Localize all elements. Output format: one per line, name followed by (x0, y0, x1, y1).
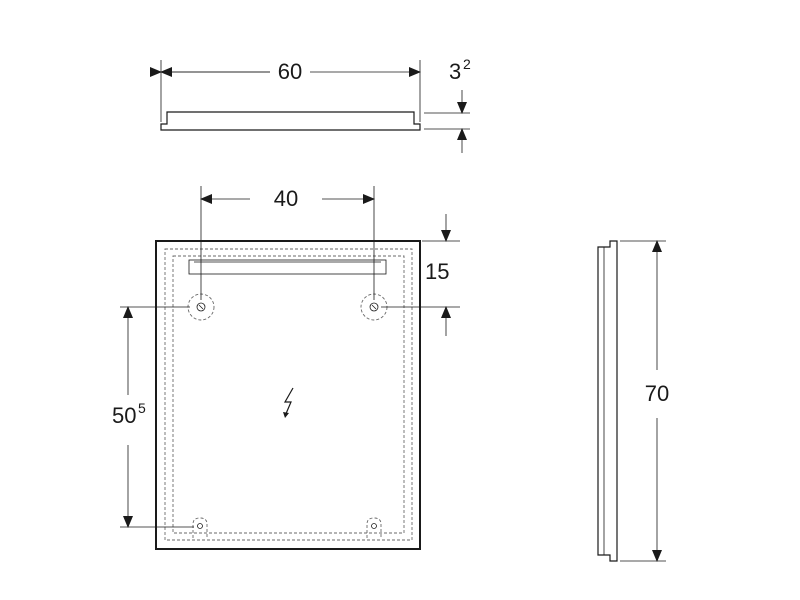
mount-height-label-sup: 5 (138, 400, 146, 416)
top-view: 60 3 2 (150, 56, 471, 153)
side-view: 70 (597, 240, 669, 562)
top-view-profile (160, 111, 421, 131)
mirror-outline (155, 240, 421, 550)
side-view-profile (597, 240, 618, 562)
bottom-support-left (192, 517, 208, 538)
bottom-support-right (366, 517, 382, 538)
side-height-label: 70 (645, 381, 669, 406)
lightning-bolt-icon (283, 387, 294, 418)
thickness-label: 3 (449, 59, 461, 84)
light-strip (188, 259, 387, 275)
front-view: 40 15 50 5 (112, 186, 460, 550)
width-label: 60 (278, 59, 302, 84)
top-offset-label: 15 (425, 259, 449, 284)
mount-spacing-label: 40 (274, 186, 298, 211)
thickness-label-sup: 2 (463, 56, 471, 72)
mount-height-label: 50 (112, 403, 136, 428)
